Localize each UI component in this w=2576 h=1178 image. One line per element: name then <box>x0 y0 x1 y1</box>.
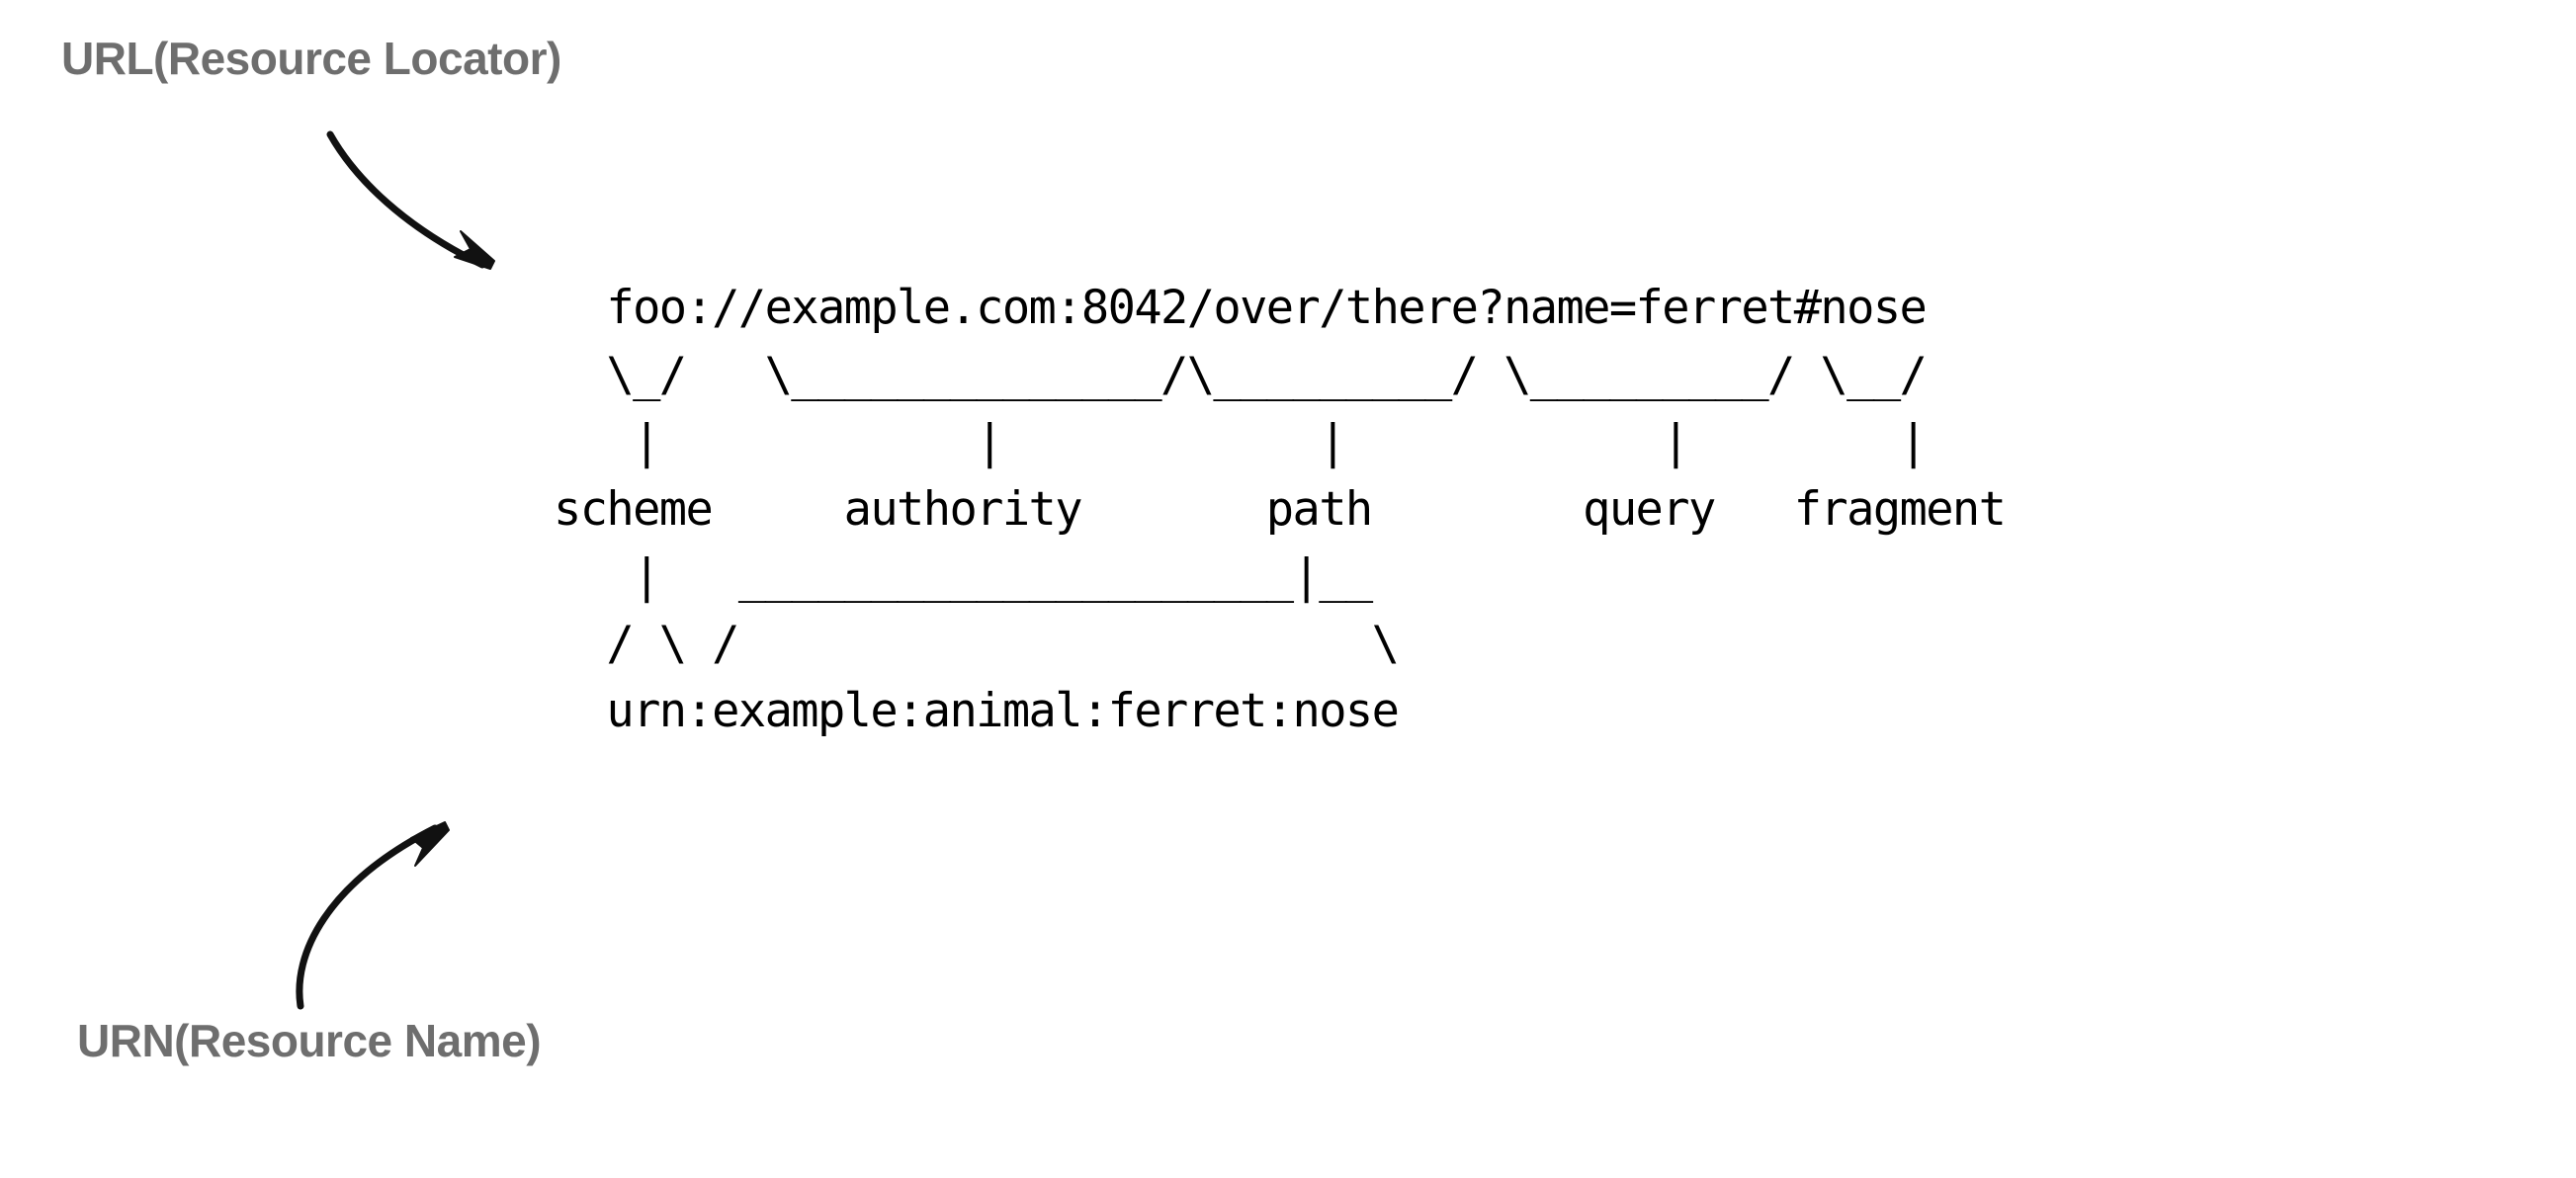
ascii-line-stems: | | | | | <box>554 415 1928 469</box>
ascii-line-urn-mid: / \ / \ <box>554 617 1400 671</box>
arrow-urn-icon <box>296 821 450 1010</box>
arrow-url-icon <box>326 130 495 270</box>
ascii-line-labels: scheme authority path query fragment <box>554 482 2007 537</box>
ascii-line-urn: urn:example:animal:ferret:nose <box>554 684 1400 738</box>
annotation-label-urn: URN(Resource Name) <box>77 1015 542 1066</box>
ascii-line-urn-top: | _____________________|__ <box>554 549 1373 604</box>
uri-ascii-diagram: foo://example.com:8042/over/there?name=f… <box>554 275 2007 745</box>
ascii-line-url: foo://example.com:8042/over/there?name=f… <box>554 281 1927 335</box>
ascii-line-brackets: \_/ \______________/\_________/ \_______… <box>554 348 1927 402</box>
annotation-label-url: URL(Resource Locator) <box>61 33 561 84</box>
